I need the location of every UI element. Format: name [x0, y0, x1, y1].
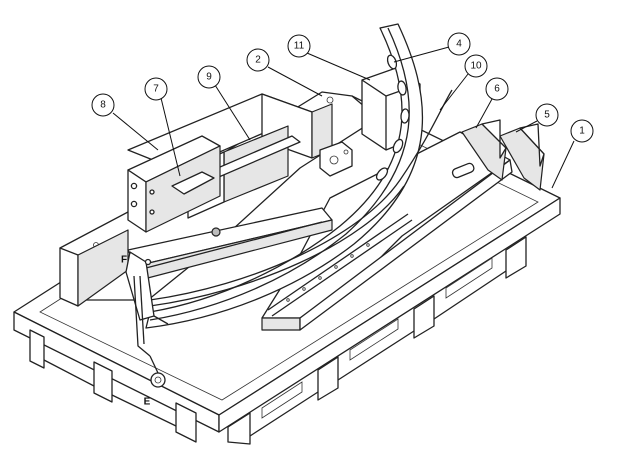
- balloon-4-label: 4: [456, 39, 462, 50]
- v-brackets: [461, 119, 545, 191]
- balloon-11: 11: [287, 34, 311, 58]
- leader-10: [439, 73, 469, 111]
- frame: [127, 93, 353, 233]
- balloon-8: 8: [91, 93, 115, 117]
- leader-7: [160, 97, 181, 177]
- balloon-7: 7: [144, 77, 168, 101]
- balloon-4: 4: [447, 32, 471, 56]
- balloon-1-label: 1: [579, 126, 585, 137]
- curved-rail: [145, 23, 453, 329]
- label-f: F: [121, 255, 127, 266]
- leader-9: [214, 84, 251, 141]
- balloon-9-label: 9: [206, 72, 212, 83]
- balloon-6: 6: [485, 77, 509, 101]
- leader-4: [393, 46, 450, 63]
- arm-assembly: [125, 207, 333, 388]
- balloon-2: 2: [246, 48, 270, 72]
- label-e: E: [144, 397, 151, 408]
- leader-5: [515, 120, 538, 133]
- balloon-10-label: 10: [470, 61, 482, 72]
- leader-6: [475, 98, 493, 129]
- balloon-6-label: 6: [494, 84, 500, 95]
- leader-2: [267, 66, 323, 97]
- balloon-1: 1: [570, 119, 594, 143]
- balloon-2-label: 2: [255, 55, 261, 66]
- leader-1: [551, 140, 575, 189]
- balloon-8-label: 8: [100, 100, 106, 111]
- balloon-7-label: 7: [153, 84, 159, 95]
- annotation-layer: 1 2 4 5 6 7 8 9: [91, 32, 594, 408]
- balloon-10: 10: [464, 54, 488, 78]
- balloon-11-label: 11: [294, 41, 305, 52]
- leader-8: [112, 112, 159, 151]
- balloon-5: 5: [535, 103, 559, 127]
- balloon-9: 9: [197, 65, 221, 89]
- balloon-5-label: 5: [544, 110, 550, 121]
- leader-11: [306, 52, 371, 81]
